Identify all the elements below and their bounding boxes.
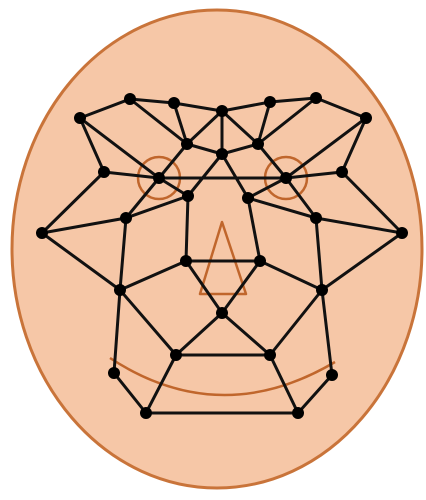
mesh-node xyxy=(120,212,132,224)
mesh-node xyxy=(264,349,276,361)
mesh-node xyxy=(396,227,408,239)
mesh-node xyxy=(326,369,338,381)
mesh-node xyxy=(114,284,126,296)
mesh-node xyxy=(252,138,264,150)
mesh-node xyxy=(98,166,110,178)
mesh-node xyxy=(216,105,228,117)
mesh-node xyxy=(140,407,152,419)
mesh-node xyxy=(336,166,348,178)
mesh-node xyxy=(153,172,165,184)
mesh-node xyxy=(292,407,304,419)
mesh-node xyxy=(216,148,228,160)
mesh-node xyxy=(310,212,322,224)
mesh-node xyxy=(168,97,180,109)
mesh-node xyxy=(264,96,276,108)
face-outline xyxy=(12,10,422,488)
mesh-node xyxy=(280,172,292,184)
mesh-node xyxy=(182,190,194,202)
mesh-node xyxy=(216,307,228,319)
mesh-node xyxy=(254,255,266,267)
mesh-node xyxy=(316,284,328,296)
mesh-node xyxy=(180,255,192,267)
mesh-node xyxy=(360,112,372,124)
mesh-node xyxy=(108,367,120,379)
mesh-node xyxy=(124,93,136,105)
mesh-edge xyxy=(186,196,188,261)
mesh-node xyxy=(181,138,193,150)
mesh-node xyxy=(170,349,182,361)
mesh-node xyxy=(74,112,86,124)
mesh-node xyxy=(36,227,48,239)
mesh-node xyxy=(242,192,254,204)
mesh-node xyxy=(310,92,322,104)
